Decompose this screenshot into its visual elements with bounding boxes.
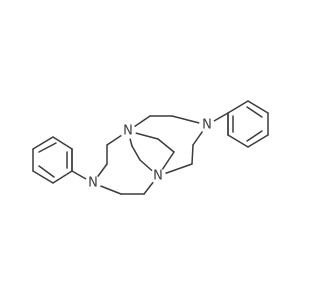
right-phenyl-bond-1: [227, 134, 249, 148]
left-phenyl-double-1: [38, 142, 57, 153]
right-phenyl-bond-4: [247, 100, 269, 114]
bond-layer: [32, 100, 269, 195]
n-right-label: N: [202, 118, 212, 133]
right-phenyl-bond-5: [227, 100, 249, 114]
n-left-label-mask: [85, 175, 101, 191]
right-phenyl-bond-2: [247, 134, 269, 148]
atom-label-layer: N N N N: [85, 117, 215, 191]
n-left-label: N: [88, 176, 98, 191]
n-bottom-label: N: [153, 169, 163, 184]
n-right-label-mask: [199, 117, 215, 133]
n-top-label: N: [123, 124, 133, 139]
molecule-diagram: N N N N: [32, 100, 269, 195]
right-phenyl-double-2: [246, 130, 263, 142]
n-bottom-label-mask: [150, 168, 166, 184]
left-phenyl-bond-5: [52, 170, 73, 184]
bridge-bond-5: [157, 138, 175, 153]
ring-bond-right-down-2: [191, 144, 194, 165]
left-phenyl-bond-1: [52, 136, 73, 150]
right-phenyl-double-3: [246, 106, 263, 118]
left-phenyl-double-2: [38, 165, 55, 178]
bridge-bond-2: [131, 145, 141, 161]
n-top-label-mask: [120, 123, 136, 139]
left-phenyl-bond-2: [32, 136, 54, 150]
left-phenyl-bond-4: [32, 170, 54, 184]
